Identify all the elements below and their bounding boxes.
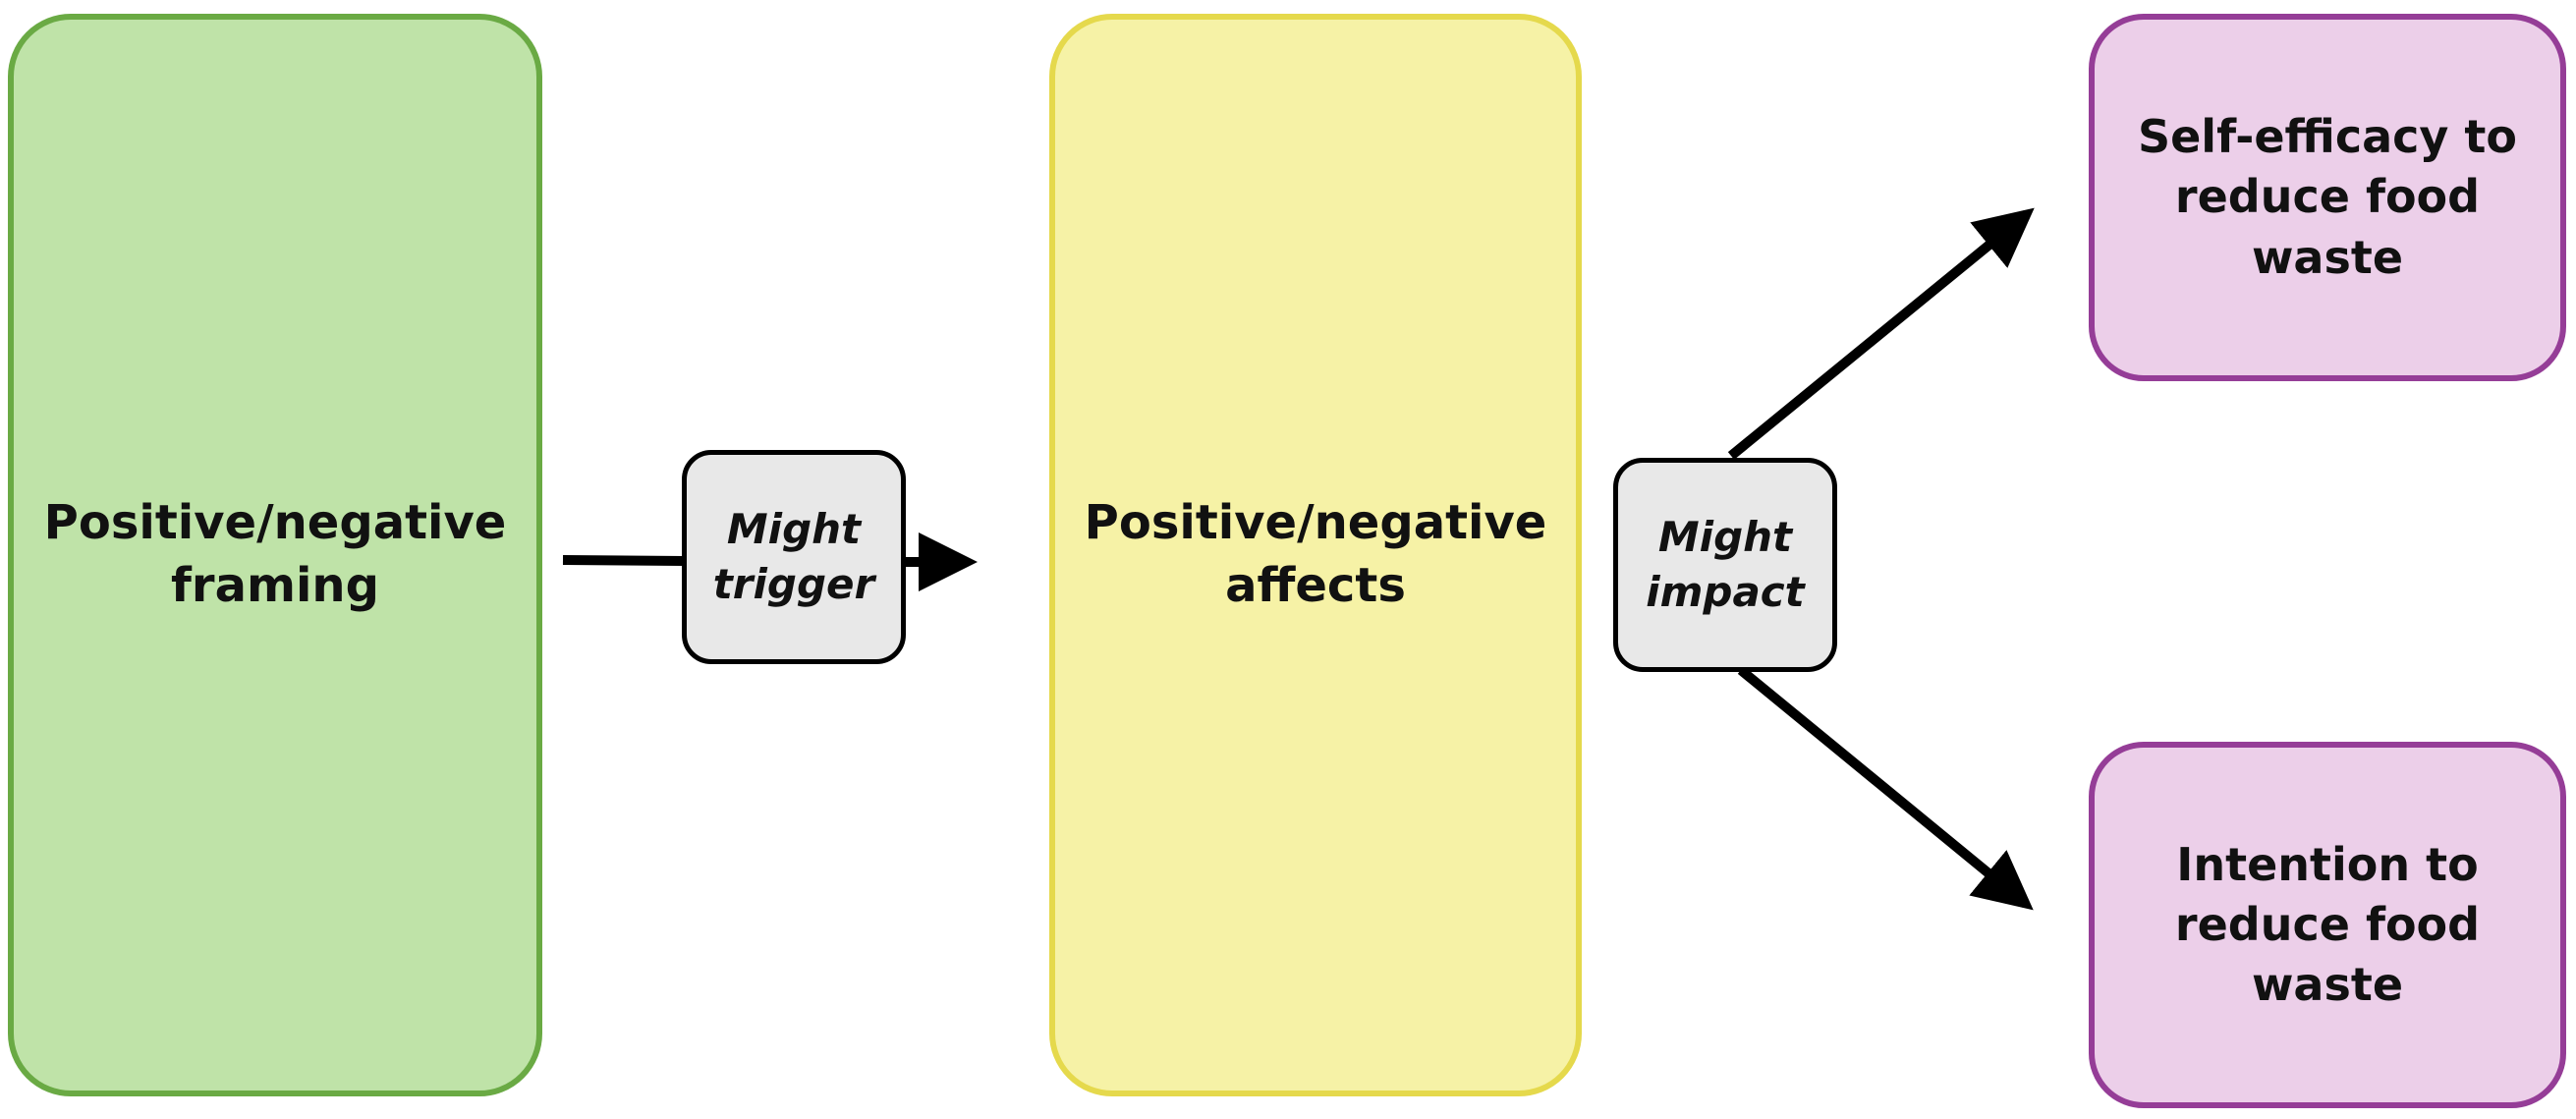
- self-efficacy-label: Self-efficacy to reduce food waste: [2137, 110, 2518, 284]
- arrow-impact-to-self-efficacy: [1727, 207, 2035, 460]
- arrow-impact-to-intention: [1737, 666, 2034, 911]
- arrow-framing-to-trigger: [562, 555, 685, 566]
- intention-box: Intention to reduce food waste: [2089, 742, 2566, 1108]
- self-efficacy-box: Self-efficacy to reduce food waste: [2089, 14, 2566, 381]
- positive-negative-framing-box: Positive/negative framing: [8, 14, 542, 1096]
- framing-label: Positive/negative framing: [43, 495, 507, 613]
- intention-label: Intention to reduce food waste: [2174, 837, 2481, 1012]
- might-trigger-label: Might trigger: [712, 505, 875, 608]
- might-trigger-label-box: Might trigger: [682, 450, 906, 664]
- positive-negative-affects-box: Positive/negative affects: [1049, 14, 1582, 1096]
- affects-label: Positive/negative affects: [1084, 495, 1547, 613]
- might-impact-label-box: Might impact: [1613, 458, 1837, 672]
- might-impact-label: Might impact: [1646, 513, 1805, 616]
